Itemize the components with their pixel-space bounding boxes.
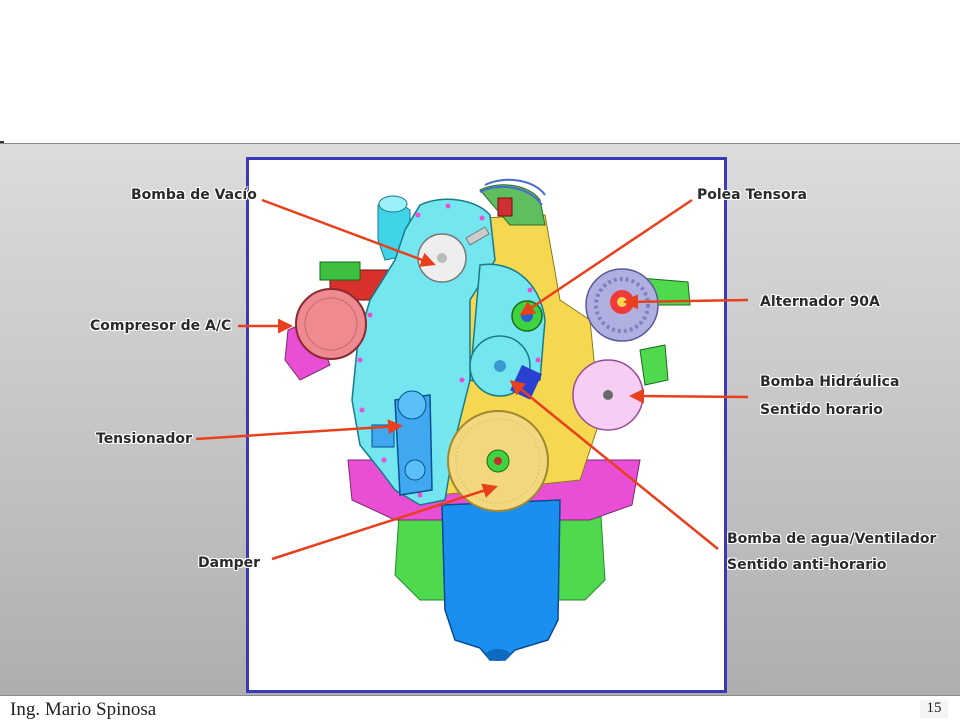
- slide-footer: Ing. Mario Spinosa 15: [0, 695, 960, 721]
- label-damper: Damper: [198, 555, 261, 571]
- slide-header: [0, 0, 960, 143]
- page-number: 15: [920, 700, 948, 718]
- red-fitting: [497, 197, 513, 217]
- label-bomba-hidraulica-1: Bomba Hidráulica: [760, 374, 900, 390]
- footer-author: Ing. Mario Spinosa: [10, 699, 157, 720]
- label-bomba-agua-1: Bomba de agua/Ventilador: [727, 531, 937, 547]
- oil-sump: [441, 499, 561, 661]
- intake-pipe-opening: [378, 195, 408, 213]
- compressor-pulley: [295, 288, 367, 360]
- label-compresor: Compresor de A/C: [90, 318, 232, 334]
- label-polea-tensora: Polea Tensora: [697, 187, 807, 203]
- label-tensionador: Tensionador: [96, 431, 192, 447]
- label-alternador: Alternador 90A: [760, 294, 880, 310]
- label-bomba-agua-2: Sentido anti-horario: [727, 557, 887, 573]
- label-bomba-hidraulica-2: Sentido horario: [760, 402, 883, 418]
- oil-sump-drain: [486, 649, 510, 661]
- label-bomba-vacio: Bomba de Vacío: [131, 187, 257, 203]
